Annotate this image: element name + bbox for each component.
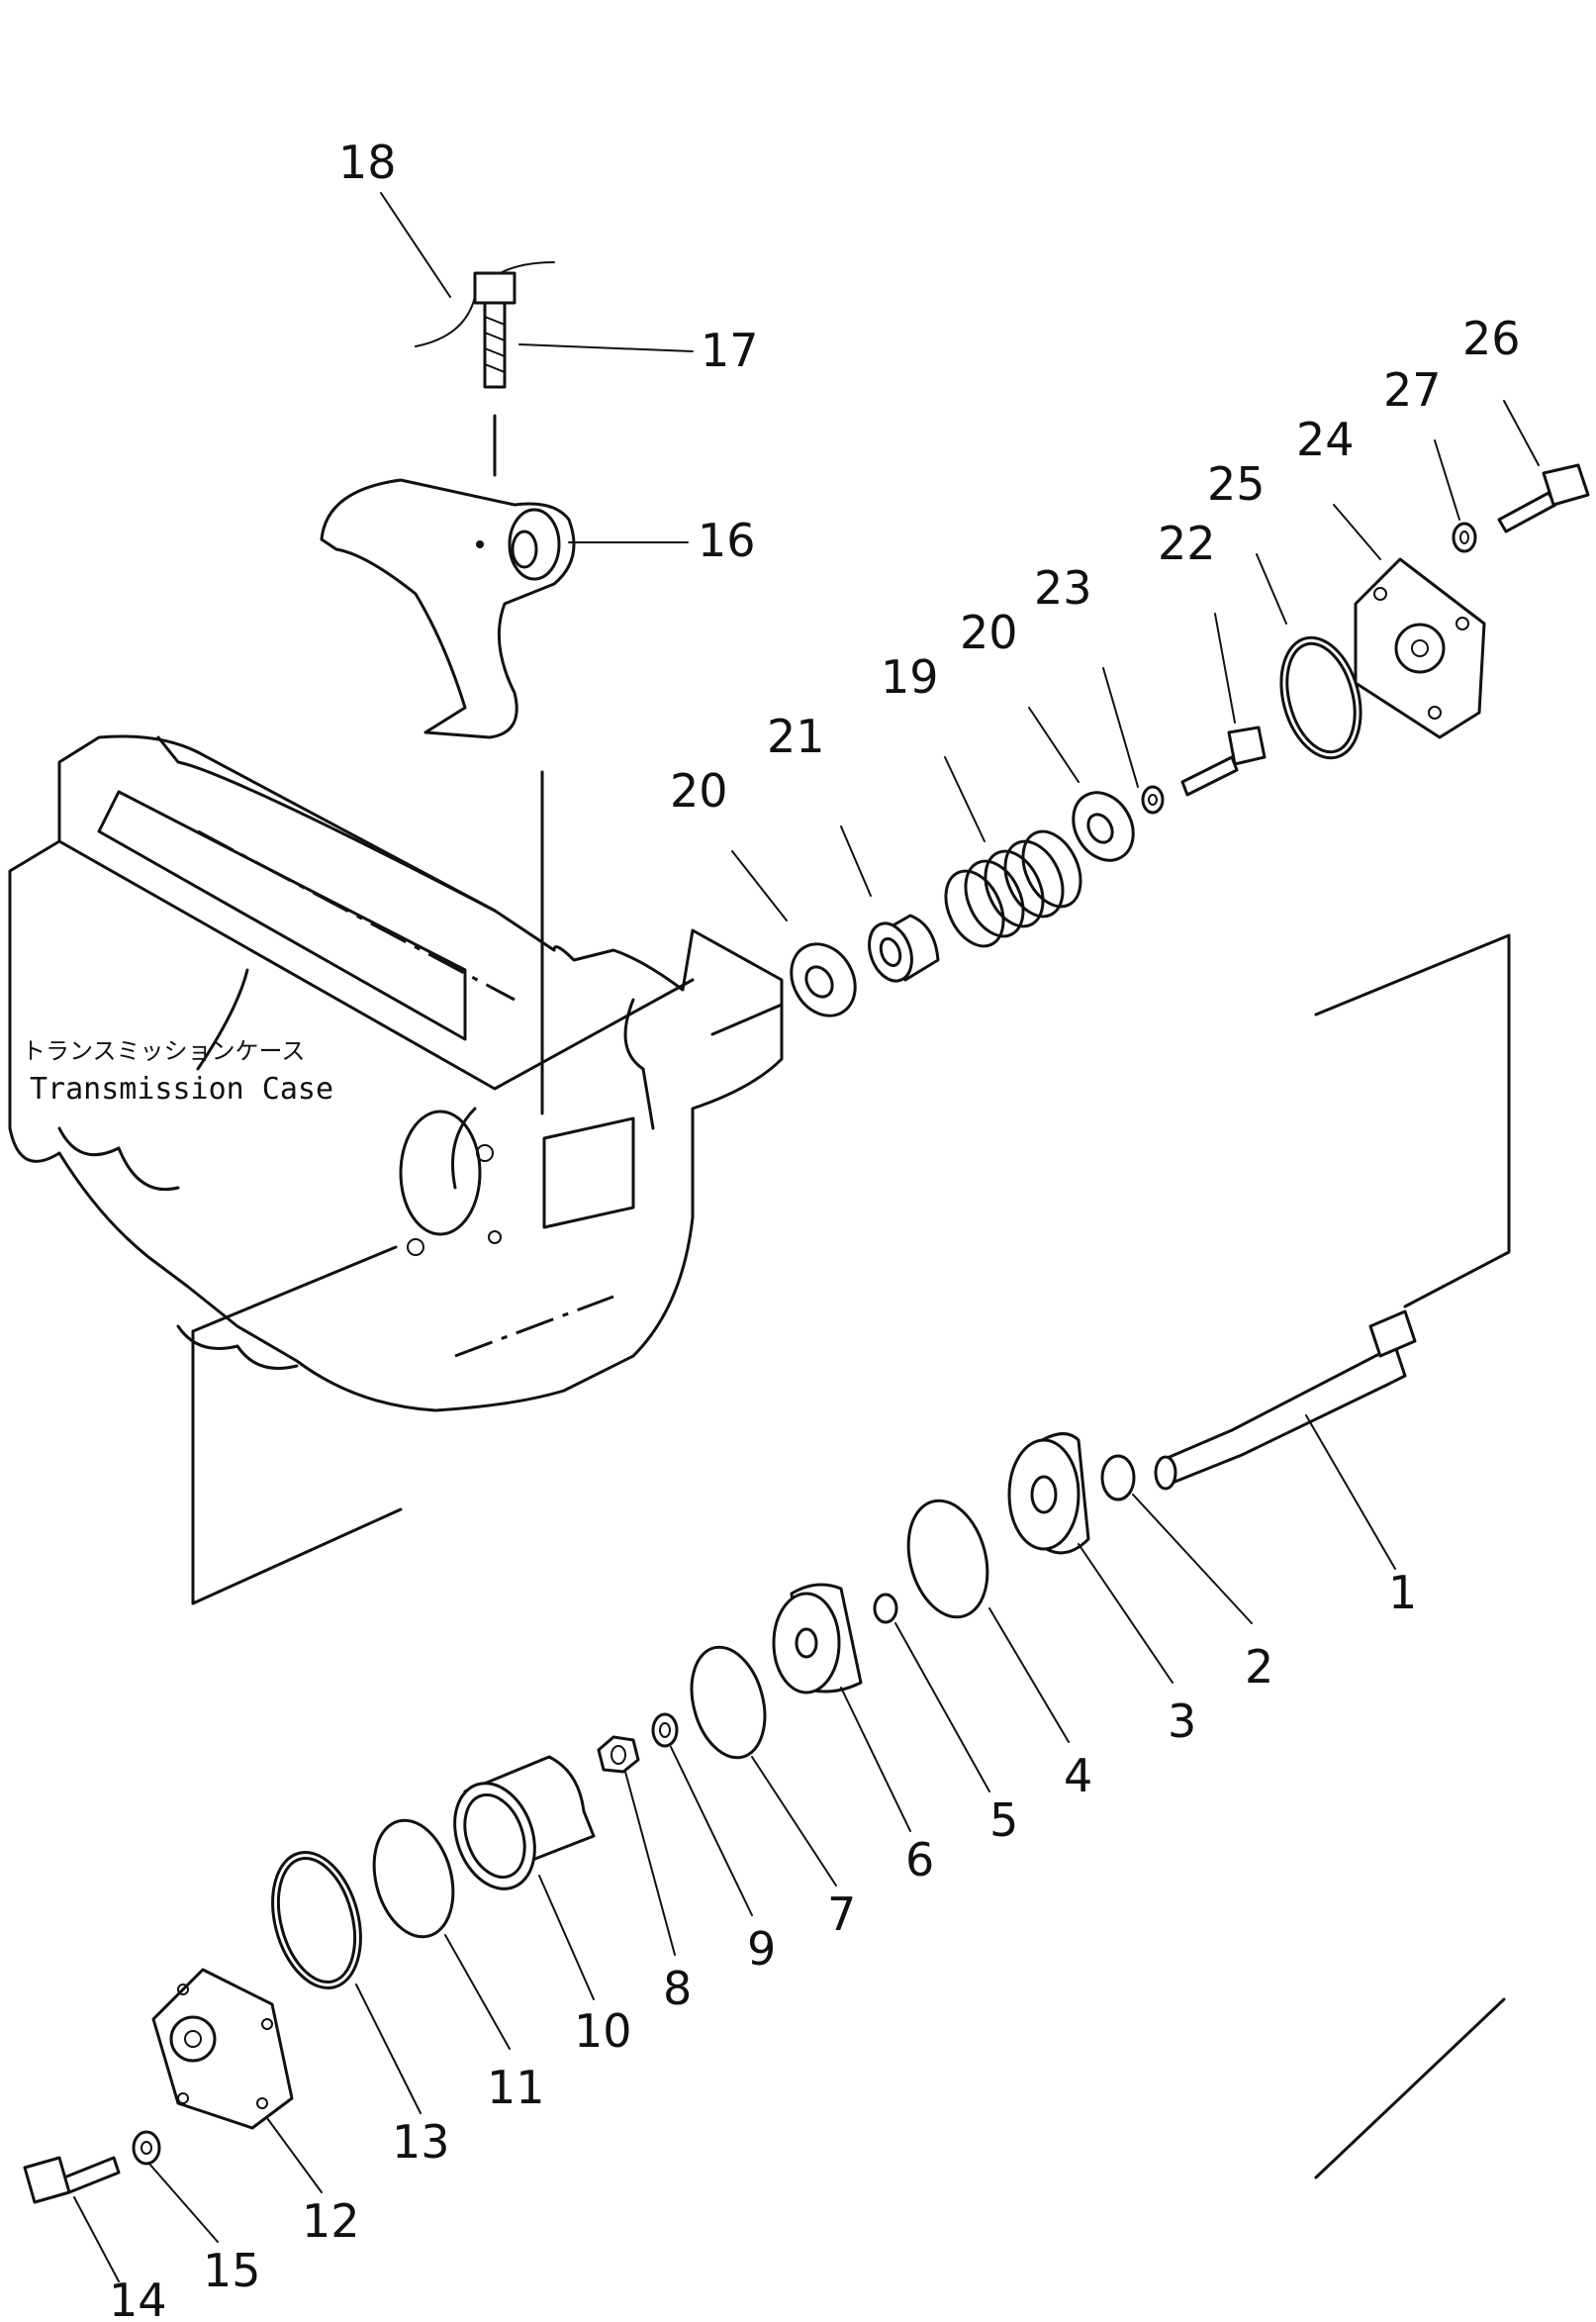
part-8-nut <box>597 1735 640 1774</box>
callout-18: 18 <box>338 136 397 189</box>
callout-8: 8 <box>663 1962 692 2015</box>
part-17-bolt <box>473 271 516 389</box>
svg-text:Transmission Case: Transmission Case <box>30 1072 333 1107</box>
callout-24: 24 <box>1296 413 1355 466</box>
part-27-washer <box>1452 522 1477 553</box>
part-13-o-ring <box>271 1851 362 1989</box>
callout-1: 1 <box>1388 1566 1417 1619</box>
part-7-o-ring <box>690 1645 767 1760</box>
part-10-sleeve <box>453 1755 596 1890</box>
callout-20-left: 20 <box>670 764 728 818</box>
callout-16: 16 <box>698 514 756 567</box>
part-26-bolt <box>1497 463 1590 533</box>
part-11-o-ring <box>372 1818 455 1939</box>
leader-lines <box>73 192 1540 2282</box>
part-1-shaft <box>1154 1309 1417 1491</box>
callout-5: 5 <box>989 1793 1018 1847</box>
callout-6: 6 <box>905 1833 934 1887</box>
callout-22: 22 <box>1158 517 1216 570</box>
part-20-washer-right <box>1072 791 1135 862</box>
callout-4: 4 <box>1064 1749 1092 1802</box>
part-14-bolt <box>23 2156 121 2204</box>
alignment-lines <box>191 414 1511 2179</box>
callout-13: 13 <box>392 2115 450 2169</box>
callout-23: 23 <box>1034 561 1092 615</box>
part-20-washer-left <box>790 942 857 1017</box>
part-25-o-ring <box>1279 635 1362 760</box>
part-4-o-ring <box>906 1499 989 1619</box>
callout-3: 3 <box>1168 1694 1196 1748</box>
part-23-washer <box>1141 785 1165 815</box>
callout-25: 25 <box>1207 457 1266 511</box>
part-24-cover <box>1354 557 1486 739</box>
part-21-collar <box>868 914 940 983</box>
callout-14: 14 <box>109 2274 167 2322</box>
part-16-shift-fork <box>320 478 576 739</box>
part-5-o-ring <box>873 1593 898 1624</box>
callout-19: 19 <box>881 650 939 704</box>
callout-27: 27 <box>1383 363 1442 417</box>
part-15-washer <box>132 2130 161 2166</box>
callout-17: 17 <box>701 324 759 377</box>
part-22-bolt <box>1180 726 1267 797</box>
callout-15: 15 <box>203 2244 261 2297</box>
part-2-o-ring <box>1100 1454 1136 1501</box>
callout-20-right: 20 <box>960 606 1018 659</box>
svg-text:トランスミッションケース: トランスミッションケース <box>22 1037 305 1065</box>
part-19-spring <box>944 829 1082 948</box>
callout-26: 26 <box>1462 312 1521 365</box>
part-9-washer <box>651 1712 679 1748</box>
callout-10: 10 <box>574 2004 632 2058</box>
part-12-cover <box>151 1968 294 2130</box>
callout-12: 12 <box>302 2194 360 2248</box>
callout-21: 21 <box>767 710 825 763</box>
transmission-case-label: トランスミッションケース Transmission Case <box>22 1037 333 1107</box>
callout-11: 11 <box>487 2061 545 2114</box>
part-6-piston <box>772 1583 863 1694</box>
callout-9: 9 <box>747 1922 776 1976</box>
callout-7: 7 <box>827 1887 856 1941</box>
transmission-case <box>8 734 784 1412</box>
part-3-piston <box>1007 1432 1090 1555</box>
callout-2: 2 <box>1245 1640 1273 1693</box>
callout-labels: 1 2 3 4 5 6 7 9 8 10 11 13 12 15 14 16 1… <box>109 136 1521 2322</box>
